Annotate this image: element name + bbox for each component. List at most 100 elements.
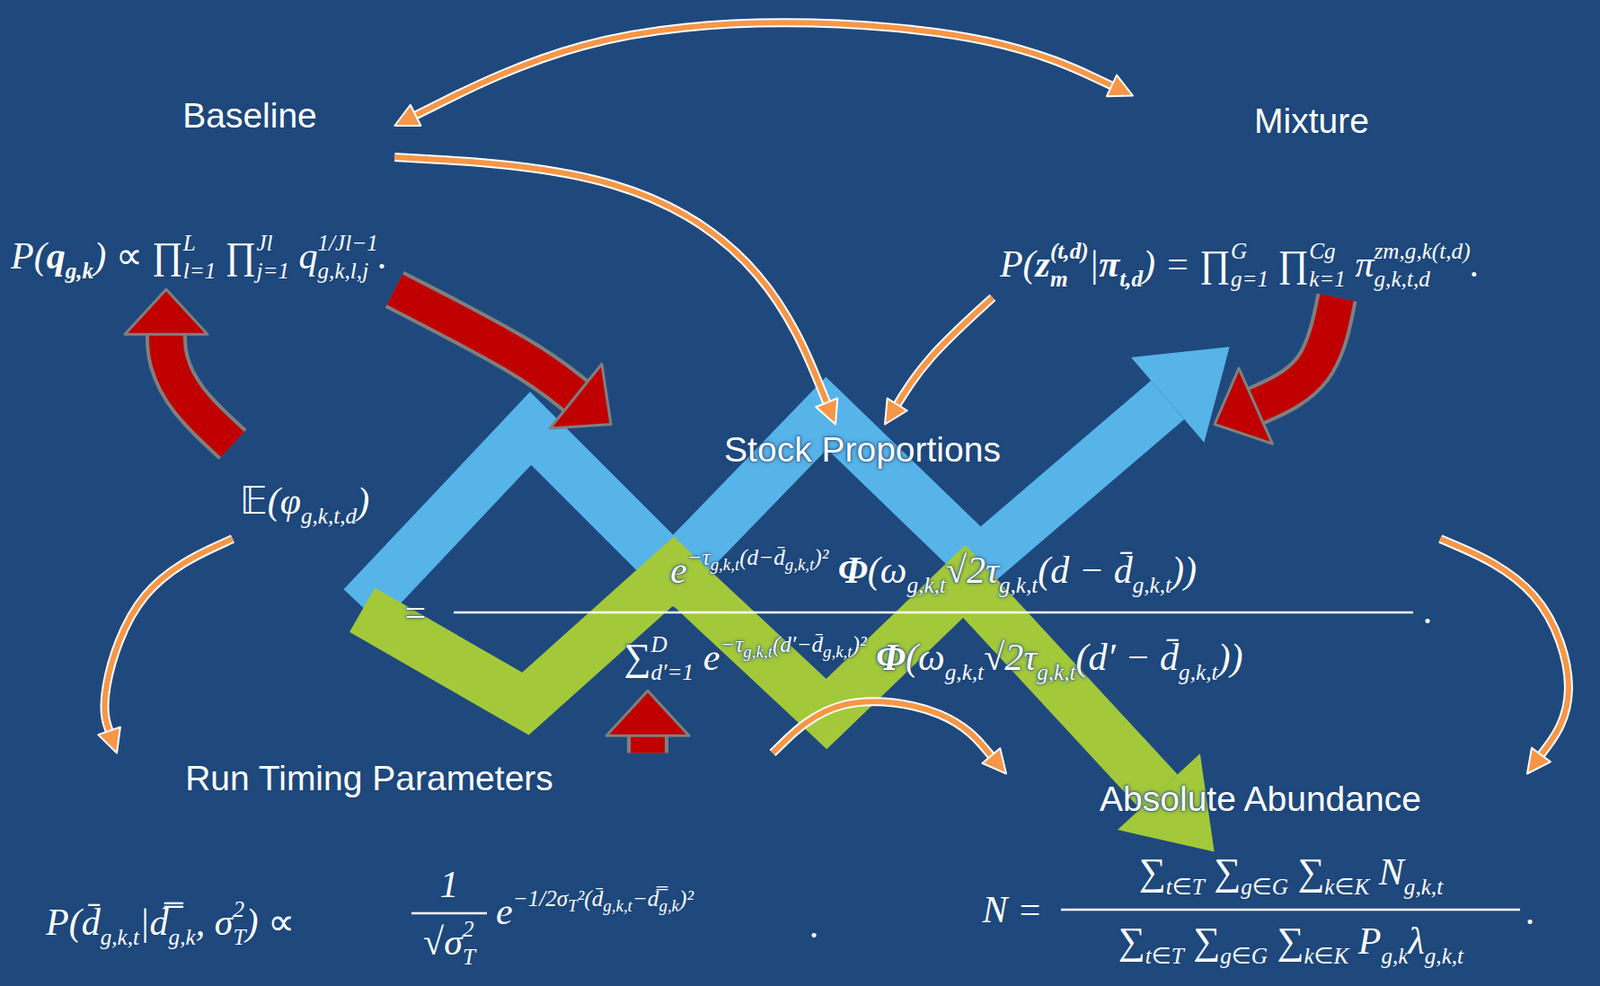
arrow-body [394,157,827,403]
zigzag-head [1131,346,1230,443]
formula-part: Φ [838,549,868,592]
arrow-outline [1255,297,1337,407]
formula-part: P( [999,243,1036,285]
section-group: Absolute AbundanceN =∑t∈T ∑g∈G ∑k∈K Ng,k… [975,774,1544,976]
formula-part: L [183,230,196,256]
formula-part: P [1348,920,1381,963]
arrow-body [104,539,233,732]
formula: N = [982,891,1044,929]
zigzag-band [362,399,1167,607]
formula-part: g,k,t [100,925,140,950]
formula: 1 [440,866,460,904]
fraction-bar [1060,909,1521,912]
formula-part: z [1035,243,1051,285]
formula-part: 1/Jl−1 [317,230,378,256]
formula-part: g,k,t [742,642,773,662]
arrow-outline [897,297,993,405]
formula-part: −τ [687,545,711,570]
formula-part: . [378,235,389,277]
formula-part: d′=1 [650,660,694,685]
formula-part: e [495,891,513,933]
formula-part: ) [356,480,370,522]
formula-part: (d′−d̄ [772,632,823,657]
formula-part: )² [852,632,867,657]
formula-part: j=1 [256,258,290,283]
formula-part: g,k,t [945,660,984,685]
arrow-body [897,297,993,405]
formula: √σT2 [423,918,476,970]
arrow-body [1255,297,1337,407]
formula-part: g,k,l,j [317,258,369,283]
formula-part: (t,d) [1050,238,1089,264]
formula-part: −d̿ [632,886,660,911]
section-heading: Absolute Abundance [1099,781,1422,817]
formula-part: −τ [719,632,743,657]
section-heading: Stock Proportions [724,432,1001,468]
formula: ∑t∈T ∑g∈G ∑k∈K Pg,kλg,k,t [1118,922,1464,969]
flow-arrow [772,701,991,756]
formula: 𝔼(φg,k,t,d) [239,482,370,529]
formula-part: ∑ [1288,851,1325,893]
section-heading: Baseline [182,97,318,133]
formula-part: (d − d̄ [1037,549,1132,592]
formula-part: ∑ [624,636,652,679]
formula-part: | [1088,243,1100,285]
formula-part: (d′ − d̄ [1076,636,1180,679]
formula-part: G [1230,238,1247,264]
section-group: BaselineP(qg,k) ∝ ∏l=1L ∏j=1Jl qg,k,l,j1… [3,90,395,291]
formula-part: 𝔼(φ [239,480,301,522]
flow-arrow [415,22,1113,115]
formula-part: g∈G [1219,944,1268,969]
block-arrow [394,289,576,397]
formula-part: g,k,t [785,555,815,575]
formula-part: )) [1171,549,1197,592]
arrow-outline [772,701,991,756]
arrow-body [772,701,991,756]
formula-part: T [232,925,246,950]
section-group: Stock Proportions𝔼(φg,k,t,d)=e−τg,k,t(d−… [232,424,1441,692]
section-heading: Mixture [1254,103,1370,139]
formula-part: ) ∝ [245,901,295,944]
flow-arrow [897,297,993,405]
formula-part: k∈K [1324,875,1370,900]
formula-part: g,k,t [822,642,853,662]
arrow-outline [166,334,233,445]
flow-arrow [104,539,233,732]
formula-part: g,k,t [710,555,741,575]
formula-part: Cg [1308,238,1335,264]
arrow-outline [1440,539,1569,756]
formula: ∑t∈T ∑g∈G ∑k∈K Ng,k,t [1139,853,1443,900]
section-heading: Run Timing Parameters [185,760,554,796]
formula-part: g,k,t [998,573,1038,598]
formula-part: m [1050,266,1069,292]
block-arrow [1255,297,1337,407]
formula-part: l=1 [183,258,217,283]
formula-part: ∏ [1268,243,1309,285]
formula-part: g,k,t,d [1374,266,1431,292]
formula-part: g,k,t [602,896,633,916]
formula-part: D [650,632,667,657]
formula-part: 2 [232,897,245,922]
arrow-outline [415,22,1113,115]
formula-part: (ω [867,549,908,592]
formula-part: q [289,235,319,277]
formula-part: g,k,t [1036,660,1076,685]
arrow-body [415,22,1113,115]
block-arrow [166,334,233,445]
formula-part: g,k [65,258,94,283]
formula-part: Φ [875,636,906,679]
formula-part: g,k,t,d [300,503,357,529]
formula-part: √2τ [983,636,1037,679]
formula-part: π [1098,243,1120,285]
fraction-bar [411,912,487,916]
formula-part: √σ [423,921,463,964]
formula-part: t∈T [1166,875,1205,900]
formula-part: ∑ [1139,851,1167,893]
formula: . [810,906,821,945]
formula-part: 2 [462,917,475,942]
formula-part: g,k [1380,944,1408,969]
formula-part: N [1369,851,1405,893]
formula-part: ∑ [1184,920,1220,963]
formula: P(zm(t,d)|πt,d) = ∏g=1G ∏k=1Cg πg,k,t,dz… [999,239,1480,292]
